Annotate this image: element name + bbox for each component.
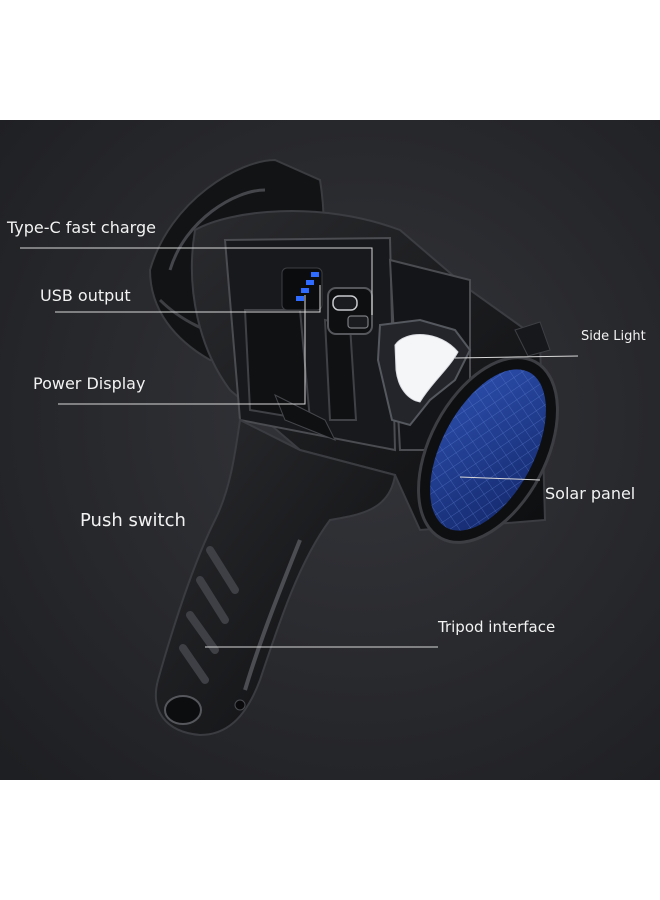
callout-line-type-c xyxy=(20,247,373,315)
callout-line-power xyxy=(58,295,306,405)
label-type-c-fast-charge: Type-C fast charge xyxy=(7,218,156,237)
label-solar-panel: Solar panel xyxy=(545,484,636,503)
label-usb-output: USB output xyxy=(40,286,131,305)
label-tripod-interface: Tripod interface xyxy=(438,618,556,636)
label-side-light: Side Light xyxy=(581,329,646,344)
flashlight-illustration xyxy=(0,120,660,780)
label-push-switch: Push switch xyxy=(80,510,186,531)
power-indicator xyxy=(311,272,319,277)
power-indicator xyxy=(296,296,304,301)
callout-line-side-light xyxy=(454,355,579,359)
product-photo: Type-C fast charge USB output Power Disp… xyxy=(0,120,660,780)
callout-lines xyxy=(20,247,579,648)
usb-a-port xyxy=(347,315,369,329)
power-indicator xyxy=(301,288,309,293)
power-indicator xyxy=(306,280,314,285)
usb-c-port xyxy=(332,295,358,311)
callout-line-solar xyxy=(459,476,541,481)
handle xyxy=(154,393,397,737)
callout-line-usb xyxy=(55,285,321,313)
charging-ports xyxy=(327,287,373,335)
side-light xyxy=(376,318,472,427)
solar-panel xyxy=(417,321,559,544)
tripod-socket xyxy=(164,695,202,725)
power-display xyxy=(281,267,323,311)
label-power-display: Power Display xyxy=(33,374,146,393)
